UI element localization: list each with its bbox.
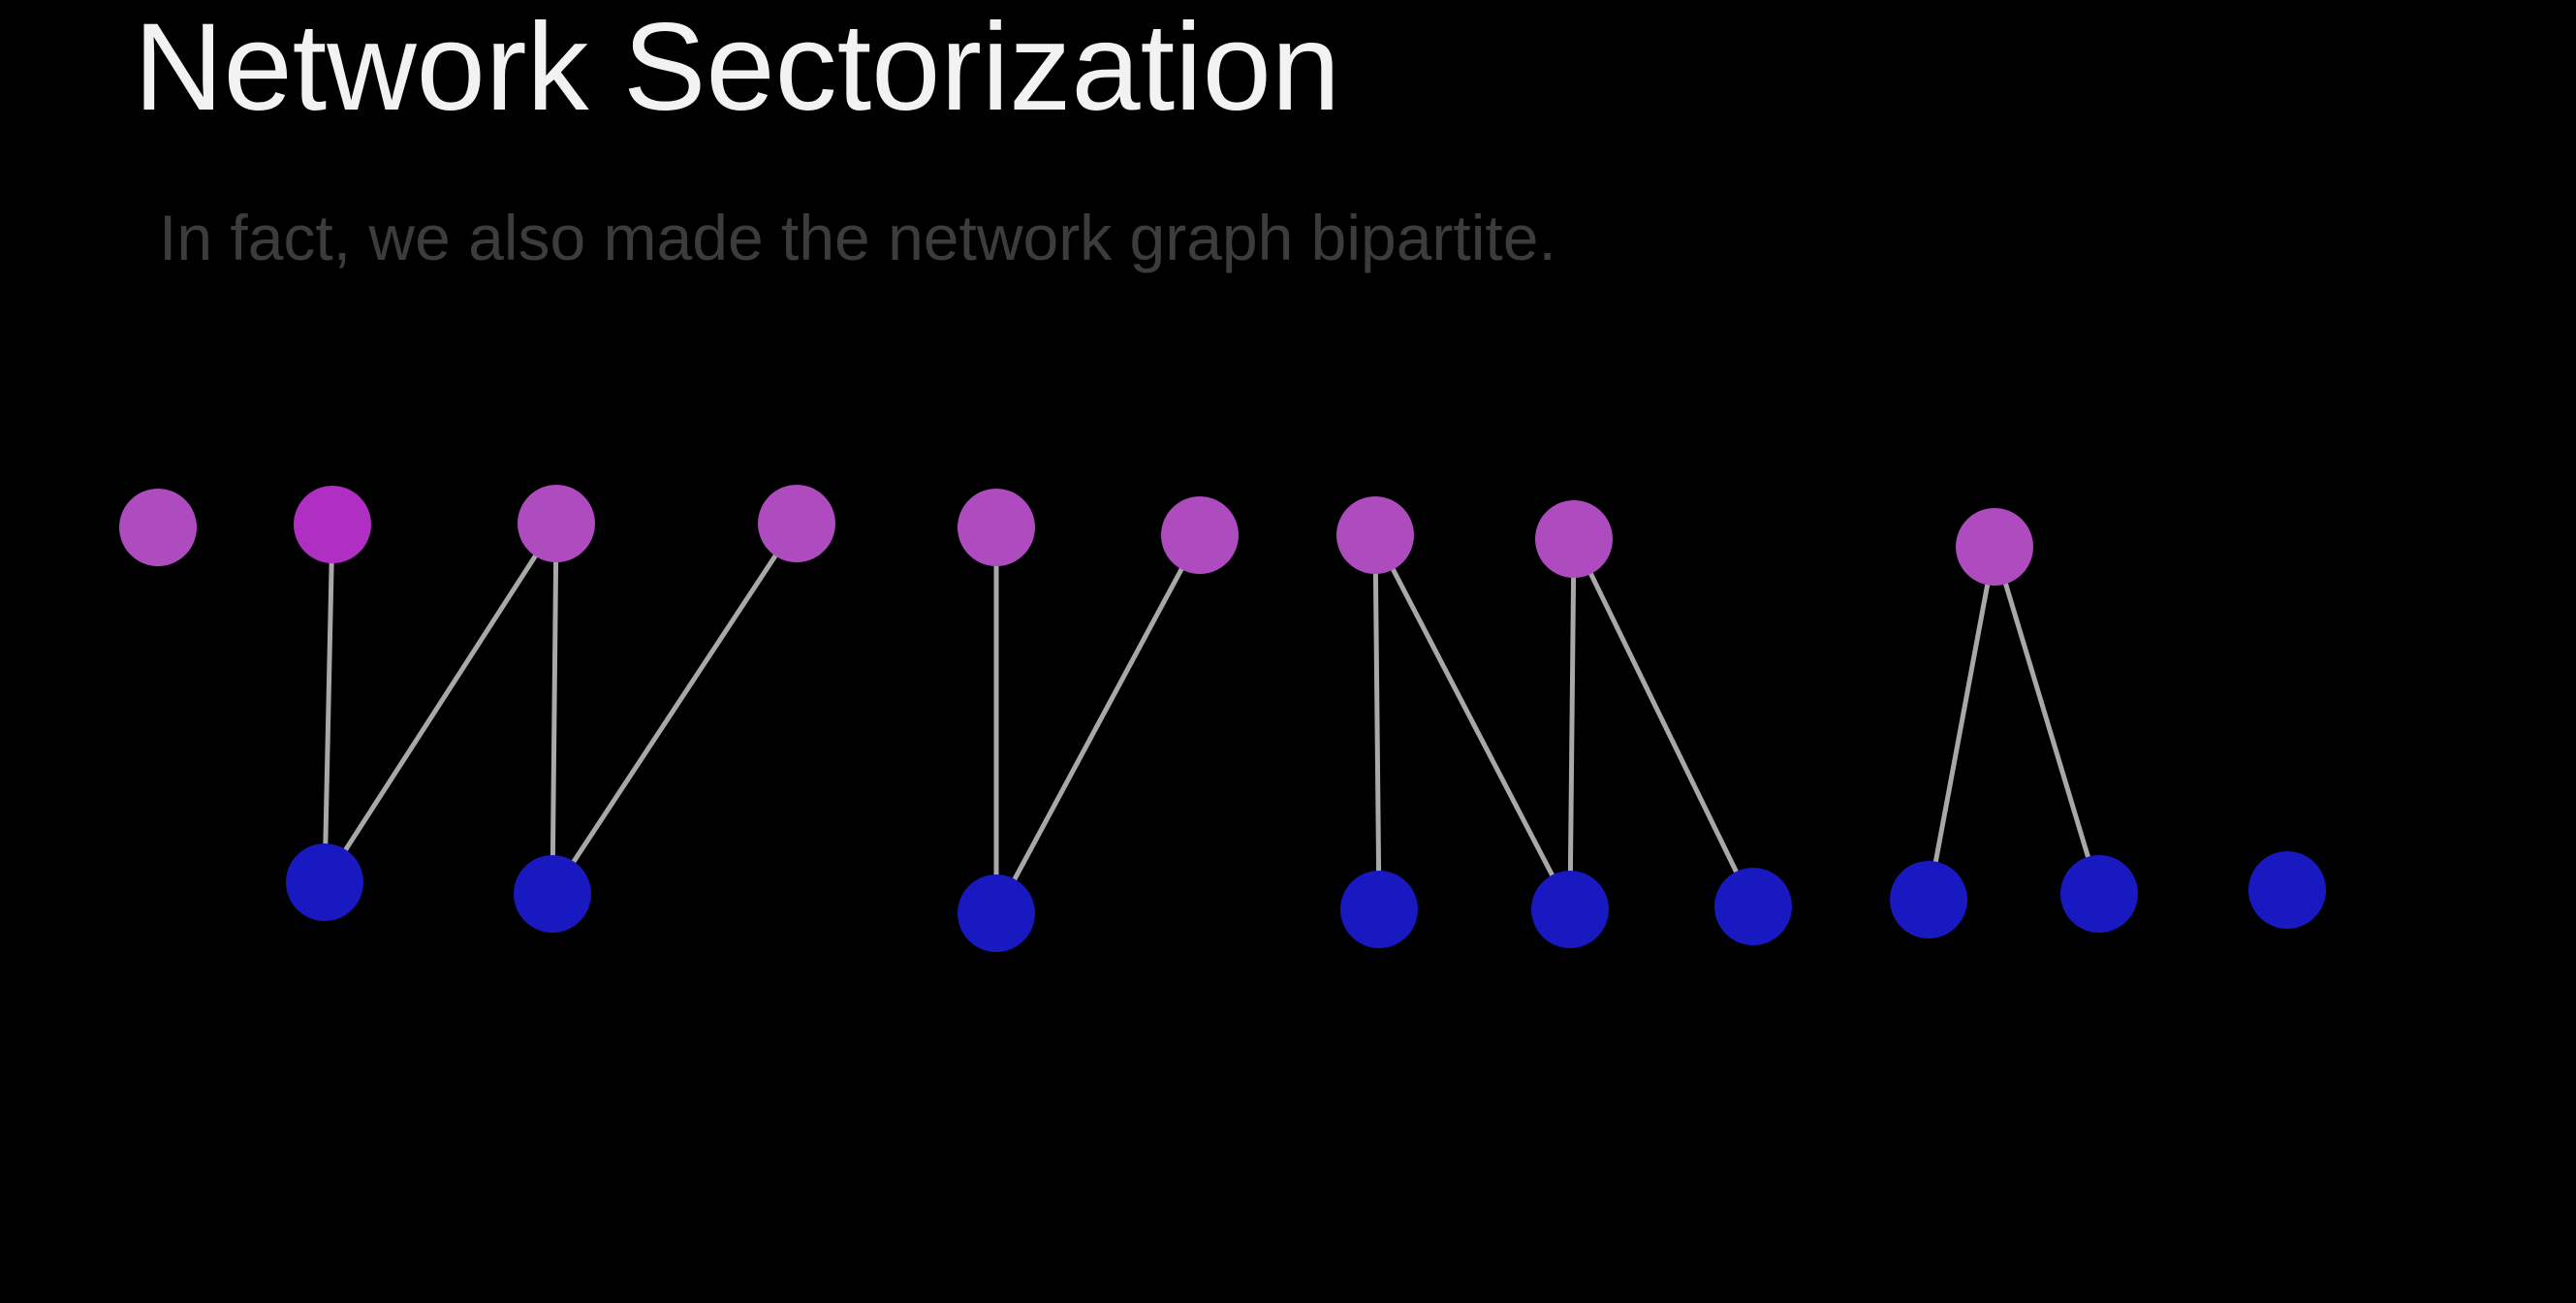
slide-subtitle: In fact, we also made the network graph … (159, 202, 1556, 273)
bottom-node-b4 (1340, 871, 1418, 948)
bottom-node-b5 (1531, 871, 1609, 948)
bottom-node-b9 (2248, 851, 2326, 929)
edge-t3-b1 (322, 521, 559, 885)
bottom-node-b3 (958, 874, 1035, 952)
edge-t9-b7 (1926, 544, 1997, 903)
edge-t2-b1 (322, 522, 335, 885)
top-node-t1 (119, 489, 197, 566)
bottom-node-b6 (1714, 868, 1792, 945)
edge-t6-b3 (993, 532, 1203, 916)
edge-t3-b2 (550, 521, 559, 897)
top-node-t2 (294, 486, 371, 563)
top-node-t8 (1535, 500, 1613, 578)
top-node-t3 (518, 485, 595, 562)
edge-t7-b5 (1372, 532, 1573, 912)
top-node-t7 (1336, 496, 1414, 574)
edge-t9-b8 (1992, 544, 2102, 897)
edges-layer (322, 521, 2102, 916)
bottom-node-b1 (286, 843, 363, 921)
edge-t8-b6 (1571, 536, 1756, 909)
edge-t4-b2 (550, 521, 800, 897)
top-node-t4 (758, 485, 835, 562)
top-node-t6 (1161, 496, 1239, 574)
nodes-layer (119, 485, 2326, 952)
bottom-node-b2 (514, 855, 591, 933)
bottom-node-b7 (1890, 861, 1967, 938)
top-node-t5 (958, 489, 1035, 566)
slide-title: Network Sectorization (134, 0, 1340, 137)
top-node-t9 (1956, 508, 2033, 586)
edge-t7-b4 (1372, 532, 1382, 912)
edge-t8-b5 (1567, 536, 1577, 912)
bottom-node-b8 (2060, 855, 2138, 933)
